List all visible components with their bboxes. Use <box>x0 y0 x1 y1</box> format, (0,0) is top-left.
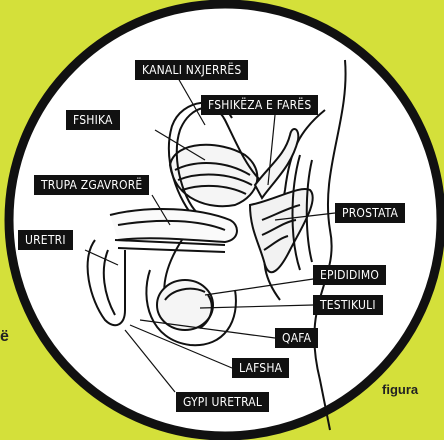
label-epididimo: EPIDIDIMO <box>313 265 386 285</box>
figure-caption: figura <box>382 382 418 397</box>
edge-text-fragment: ë <box>0 328 9 346</box>
label-kanali-nxjerres: KANALI NXJERRËS <box>135 60 248 80</box>
label-uretri: URETRI <box>18 230 73 250</box>
label-gypi-uretral: GYPI URETRAL <box>176 392 269 412</box>
label-fshika: FSHIKA <box>66 110 120 130</box>
label-qafa: QAFA <box>275 328 318 348</box>
label-fshikeza-e-fares: FSHIKËZA E FARËS <box>201 95 318 115</box>
label-testikuli: TESTIKULI <box>313 295 383 315</box>
label-trupa-zgavrore: TRUPA ZGAVRORË <box>34 175 149 195</box>
label-prostata: PROSTATA <box>335 203 405 223</box>
label-lafsha: LAFSHA <box>232 358 289 378</box>
